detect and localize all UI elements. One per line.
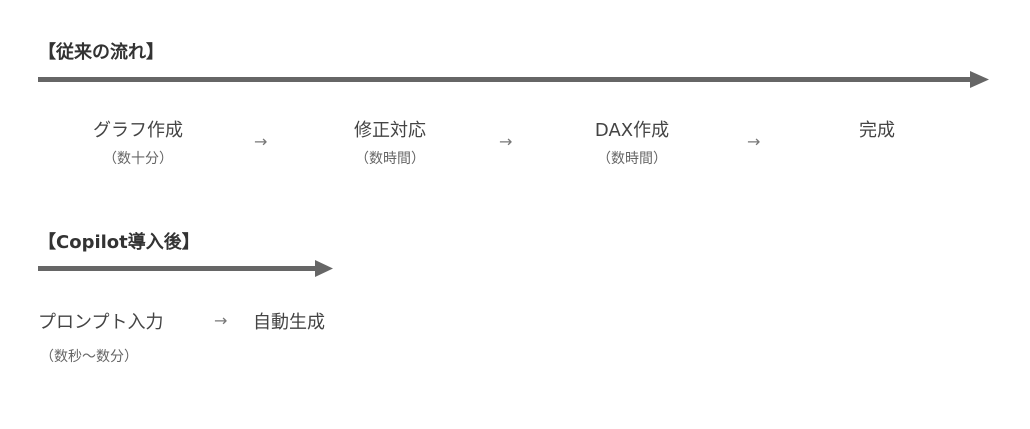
- arrow-separator: →: [499, 132, 513, 151]
- arrow-separator: →: [747, 132, 761, 151]
- copilot-timeline-arrow: [38, 260, 333, 277]
- step-dax-creation: DAX作成: [594, 120, 670, 141]
- step-complete: 完成: [859, 120, 895, 141]
- copilot-flow-title: 【Copilot導入後】: [38, 232, 200, 253]
- step-dax-creation-time: （数時間）: [597, 151, 667, 167]
- step-auto-generation: 自動生成: [253, 312, 325, 333]
- traditional-flow-title: 【従来の流れ】: [38, 42, 164, 63]
- arrow-separator: →: [254, 132, 268, 151]
- step-revision-time: （数時間）: [355, 151, 425, 167]
- traditional-timeline-arrow: [38, 71, 989, 88]
- step-prompt-input: プロンプト入力: [38, 312, 164, 333]
- step-revision: 修正対応: [354, 120, 426, 141]
- copilot-time: （数秒〜数分）: [40, 349, 138, 365]
- arrow-separator: →: [214, 311, 228, 330]
- step-graph-creation-time: （数十分）: [103, 151, 173, 167]
- step-graph-creation: グラフ作成: [93, 120, 183, 141]
